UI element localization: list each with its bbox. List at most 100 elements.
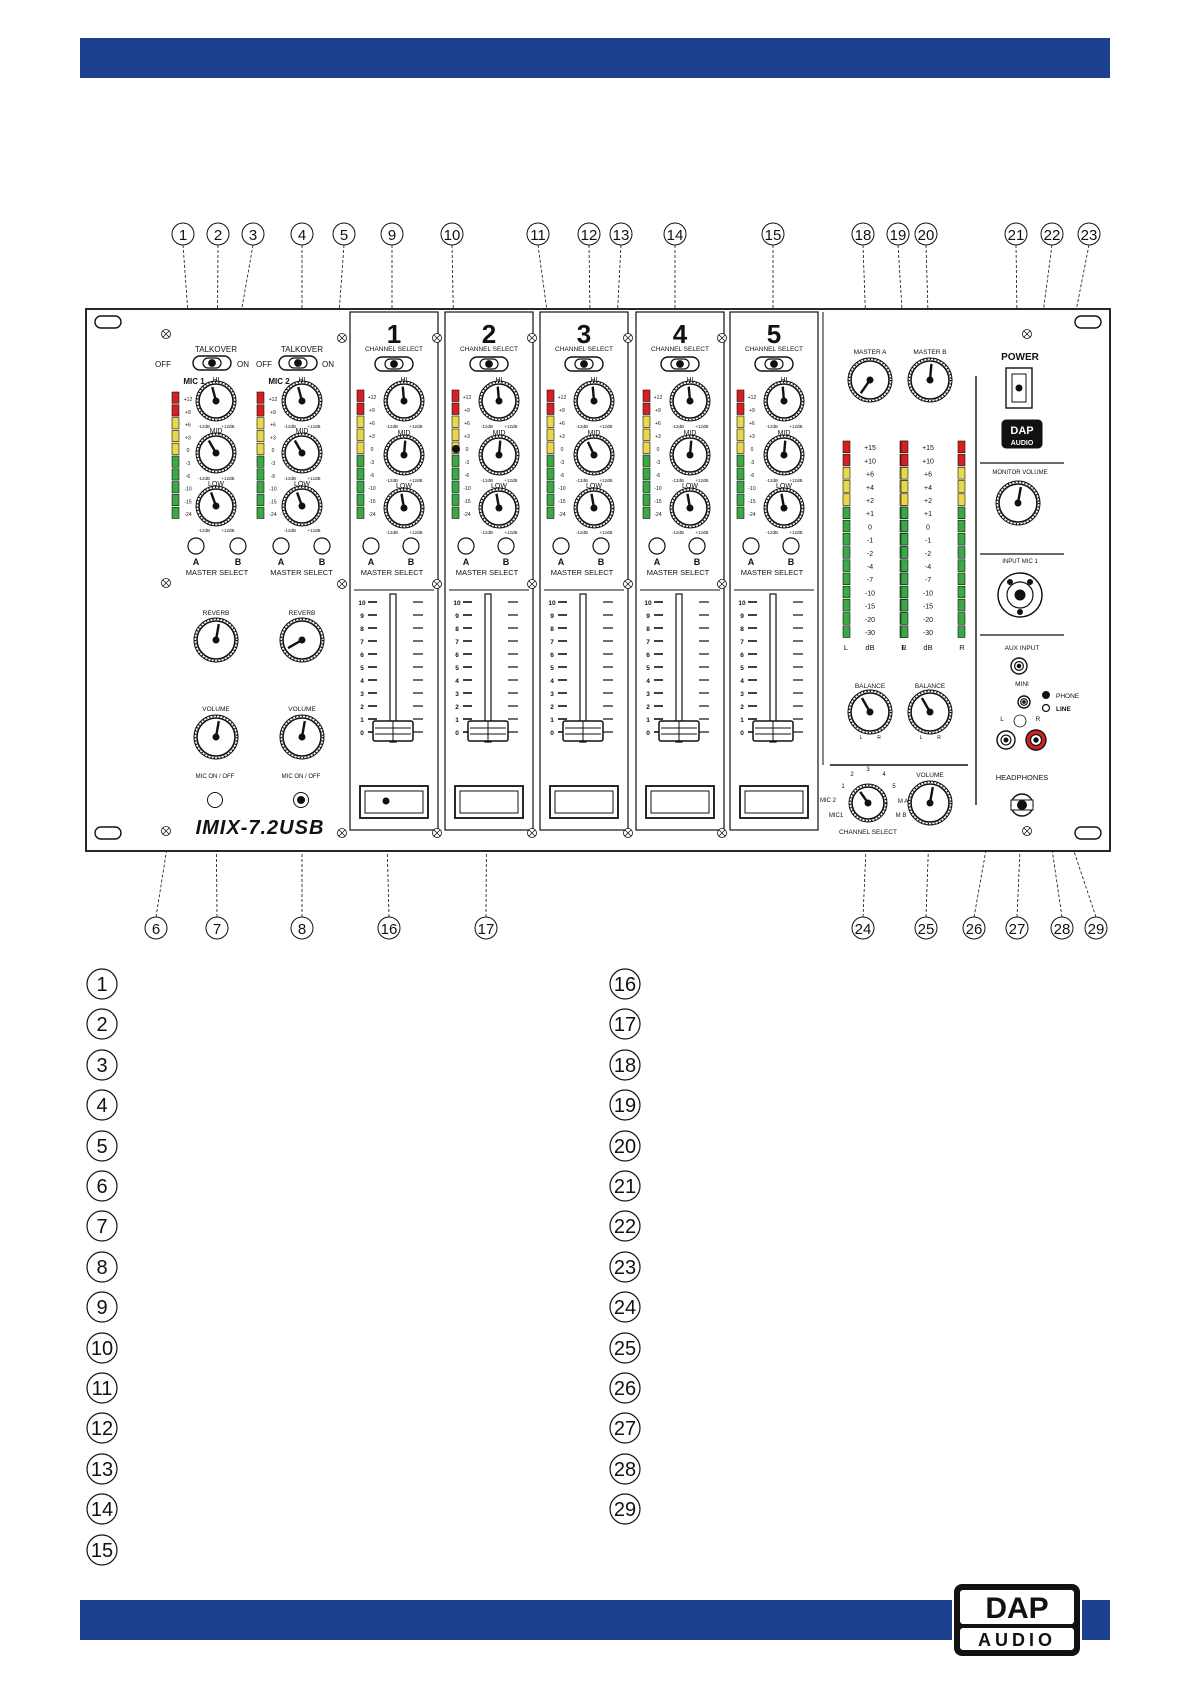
- channel-select-position-label: 1: [841, 784, 845, 790]
- callout-marker: [241, 222, 265, 246]
- callout-marker: [1004, 222, 1028, 246]
- master-meter-led: [842, 572, 851, 585]
- knob-center: [212, 636, 220, 644]
- master-meter-led: [957, 546, 966, 559]
- meter-l-label: L: [902, 643, 906, 652]
- callout-number: 25: [918, 921, 935, 938]
- channel-meter-led: [356, 493, 365, 506]
- on-label: ON: [237, 360, 249, 369]
- legend-marker-circle: [609, 1210, 641, 1242]
- callout-marker: [851, 916, 875, 940]
- meter-r-label: R: [959, 643, 965, 652]
- input-mic1-label: INPUT MIC 1: [1002, 559, 1038, 565]
- rca-right-jack-hole: [1033, 737, 1039, 743]
- knob-ticks: [574, 488, 614, 528]
- xlr-jack-hole: [1014, 589, 1026, 601]
- eq-max-label: +12dB: [221, 424, 234, 429]
- fader-scale-label: 8: [550, 626, 554, 633]
- callout-number: 2: [214, 227, 222, 244]
- hi-label: HI: [299, 377, 306, 384]
- meter-scale-label: -3: [186, 461, 191, 467]
- fader-scale-label: 7: [740, 639, 744, 646]
- legend-marker-circle: [86, 1251, 118, 1283]
- meter-scale-label: 0: [657, 447, 660, 453]
- channel-select-position-label: 4: [882, 772, 886, 778]
- meter-scale-label: +9: [559, 408, 565, 414]
- fader-scale-label: 1: [740, 717, 744, 724]
- power-label: POWER: [1001, 352, 1040, 363]
- rack-hole: [94, 826, 122, 840]
- meter-scale-label: -24: [748, 512, 755, 518]
- channel-meter-led: [451, 480, 460, 493]
- knob-center: [298, 449, 306, 457]
- legend-number: 7: [96, 1216, 107, 1238]
- channel-select-position-label: MIC 2: [820, 798, 837, 804]
- meter-scale-label: +3: [369, 434, 375, 440]
- master-meter-led: [842, 559, 851, 572]
- legend-number-marker: 11: [85, 1371, 119, 1405]
- legend-marker-circle: [86, 1493, 118, 1525]
- meter-scale-label: -6: [271, 474, 276, 480]
- meter-scale-label: -10: [184, 487, 191, 493]
- eq-max-label: +12dB: [695, 424, 708, 429]
- legend-marker-circle: [609, 968, 641, 1000]
- mic-meter-led: [171, 391, 180, 404]
- eq-max-label: +12dB: [307, 476, 320, 481]
- master-b-label: MASTER B: [913, 349, 946, 356]
- meter-scale-label: +12: [269, 397, 278, 403]
- mini-label: MINI: [1015, 681, 1029, 688]
- master-select-label: MASTER SELECT: [361, 568, 424, 577]
- callout-marker: [171, 222, 195, 246]
- legend-number-marker: 20: [608, 1129, 642, 1163]
- knob-center: [590, 397, 598, 405]
- callout-number: 29: [1088, 921, 1105, 938]
- knob-center: [400, 451, 408, 459]
- knob-center: [298, 636, 306, 644]
- meter-scale-label: -1: [925, 538, 931, 545]
- fader-scale-label: 3: [455, 691, 459, 698]
- meter-scale-label: +6: [559, 421, 565, 427]
- legend-number-marker: 24: [608, 1290, 642, 1324]
- fader-scale-label: 6: [550, 652, 554, 659]
- meter-scale-label: 0: [466, 447, 469, 453]
- eq-max-label: +12dB: [789, 424, 802, 429]
- fader-scale-label: 10: [453, 600, 461, 607]
- legend-marker-circle: [86, 1210, 118, 1242]
- meter-scale-label: +10: [864, 458, 876, 465]
- legend-number-marker: 6: [85, 1169, 119, 1203]
- channel-meter-led: [736, 389, 745, 402]
- mid-label: MID: [210, 428, 223, 435]
- meter-scale-label: +6: [270, 423, 276, 429]
- master-meter-led: [900, 546, 909, 559]
- xlr-pin: [1017, 609, 1023, 615]
- screw-slot: [624, 829, 632, 837]
- master-select-button: [272, 537, 290, 555]
- channel-meter-led: [546, 428, 555, 441]
- master-meter-led: [900, 585, 909, 599]
- meter-scale-label: -6: [186, 474, 191, 480]
- fader-scale-label: 9: [360, 613, 364, 620]
- scribble-strip-inner: [364, 790, 424, 814]
- channel-strip-frame: [444, 311, 534, 831]
- callout-number: 1: [179, 227, 187, 244]
- meter-scale-label: +12: [654, 395, 663, 401]
- fader-scale-label: 0: [550, 730, 554, 737]
- meter-scale-label: +6: [655, 421, 661, 427]
- meter-scale-label: 0: [926, 524, 930, 531]
- fader-scale-label: 9: [550, 613, 554, 620]
- meter-scale-label: -20: [923, 617, 933, 624]
- callout-number: 15: [765, 227, 782, 244]
- balance-b-label: BALANCE: [915, 683, 946, 690]
- eq-max-label: +12dB: [307, 424, 320, 429]
- meter-scale-label: +15: [864, 445, 876, 452]
- legend-number-marker: 19: [608, 1088, 642, 1122]
- master-select-button: [552, 537, 570, 555]
- eq-max-label: +12dB: [221, 528, 234, 533]
- legend-number-marker: 25: [608, 1331, 642, 1365]
- master-meter-led: [900, 453, 909, 467]
- mid-label: MID: [493, 430, 506, 437]
- channel-meter-led: [451, 467, 460, 480]
- knob-center: [866, 708, 874, 716]
